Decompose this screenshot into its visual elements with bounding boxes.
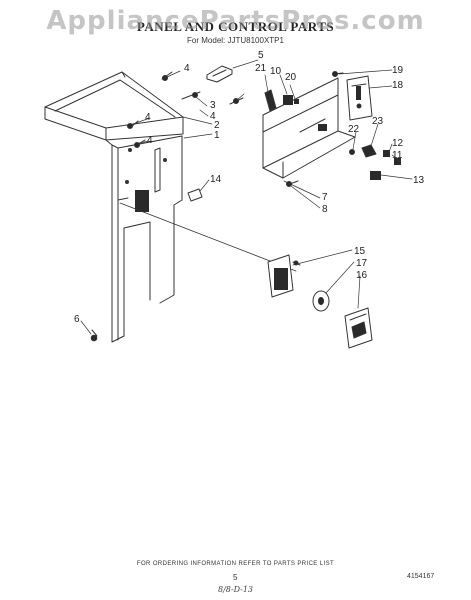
model-label: For Model: JJTU8100XTP1 [187,36,284,45]
switch-assembly [264,89,299,112]
page-title: PANEL AND CONTROL PARTS [136,19,335,34]
callout-4-lower: 4 [147,135,153,146]
callout-15: 15 [354,246,366,257]
side-frame-part [105,135,183,343]
handwritten-note: 8/8-D-13 [218,585,254,594]
callout-3: 3 [210,100,216,111]
knob-parts [349,144,401,180]
ordering-note: FOR ORDERING INFORMATION REFER TO PARTS … [136,561,335,567]
callout-6: 6 [74,314,80,325]
callout-5: 5 [258,50,264,61]
control-panel-bracket [262,77,356,187]
callout-7: 7 [322,192,328,203]
callout-8: 8 [322,204,328,215]
callout-11: 11 [392,150,403,161]
callout-4-top: 4 [184,63,190,74]
right-bracket-part [332,71,373,121]
callout-4-mid: 4 [210,111,216,122]
leader-lines [80,59,413,335]
callout-13: 13 [413,175,425,186]
callout-14: 14 [210,174,222,185]
timer-assembly [267,254,373,349]
callout-21: 21 [255,63,267,74]
callout-23: 23 [372,116,384,127]
page-number: 5 [233,573,238,582]
callout-2: 2 [214,120,220,131]
document-number: 4154167 [407,573,435,580]
top-panel-part [44,71,184,141]
callout-10: 10 [270,66,282,77]
callout-17: 17 [356,258,368,269]
callout-19: 19 [392,65,404,76]
screw-parts [90,65,244,342]
callout-20: 20 [285,72,297,83]
callout-4-left: 4 [145,112,151,123]
callout-22: 22 [348,124,360,135]
callout-1: 1 [214,130,220,141]
callout-16: 16 [356,270,368,281]
callout-12: 12 [392,138,404,149]
callout-18: 18 [392,80,404,91]
